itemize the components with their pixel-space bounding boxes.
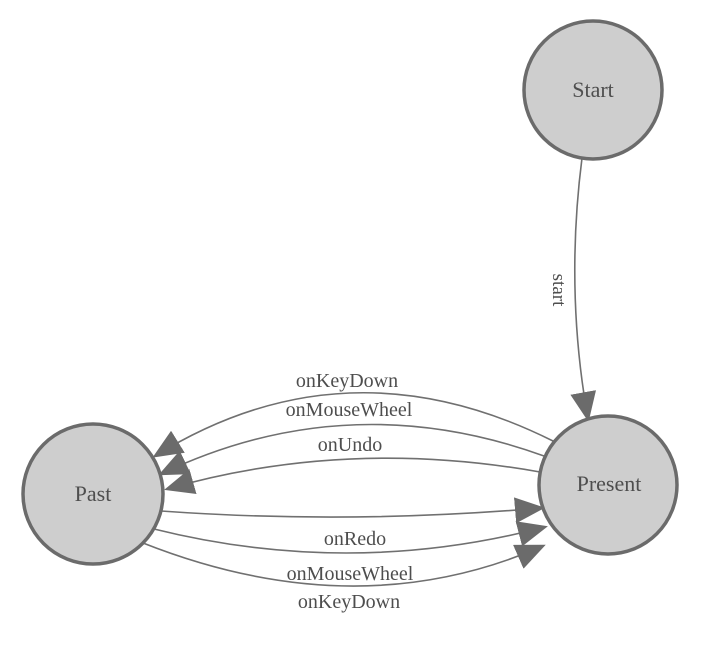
edge-labels-layer: start onKeyDown onMouseWheel onUndo onRe… [286, 274, 569, 613]
node-present-label: Present [577, 471, 642, 496]
node-past[interactable]: Past [21, 422, 165, 566]
node-start-circle[interactable] [522, 19, 664, 161]
edge-label-onmousewheel-bottom: onMouseWheel [287, 563, 414, 585]
edge-present-to-past-undo[interactable] [164, 457, 541, 495]
edge-present-to-past-mousewheel[interactable] [158, 423, 545, 476]
node-past-circle[interactable] [21, 422, 165, 566]
node-start-label: Start [572, 77, 614, 102]
edge-past-to-present-mousewheel[interactable] [153, 521, 548, 554]
edge-label-onkeydown-top: onKeyDown [296, 370, 398, 392]
edge-past-to-present-redo[interactable] [160, 497, 545, 524]
edge-present-to-past-keydown[interactable] [152, 391, 554, 458]
node-past-label: Past [75, 481, 112, 506]
edge-label-onmousewheel-top: onMouseWheel [286, 399, 413, 421]
nodes-layer: Start Past Present [21, 19, 679, 566]
edge-label-onredo: onRedo [324, 528, 386, 550]
node-present[interactable]: Present [537, 414, 679, 556]
edge-label-onundo: onUndo [318, 434, 382, 456]
edge-start-to-present[interactable] [570, 157, 597, 422]
edge-label-onkeydown-bottom: onKeyDown [298, 591, 400, 613]
edges-layer [142, 157, 597, 587]
edge-past-to-present-keydown[interactable] [142, 542, 546, 587]
edge-label-start: start [548, 274, 569, 307]
node-present-circle[interactable] [537, 414, 679, 556]
node-start[interactable]: Start [522, 19, 664, 161]
